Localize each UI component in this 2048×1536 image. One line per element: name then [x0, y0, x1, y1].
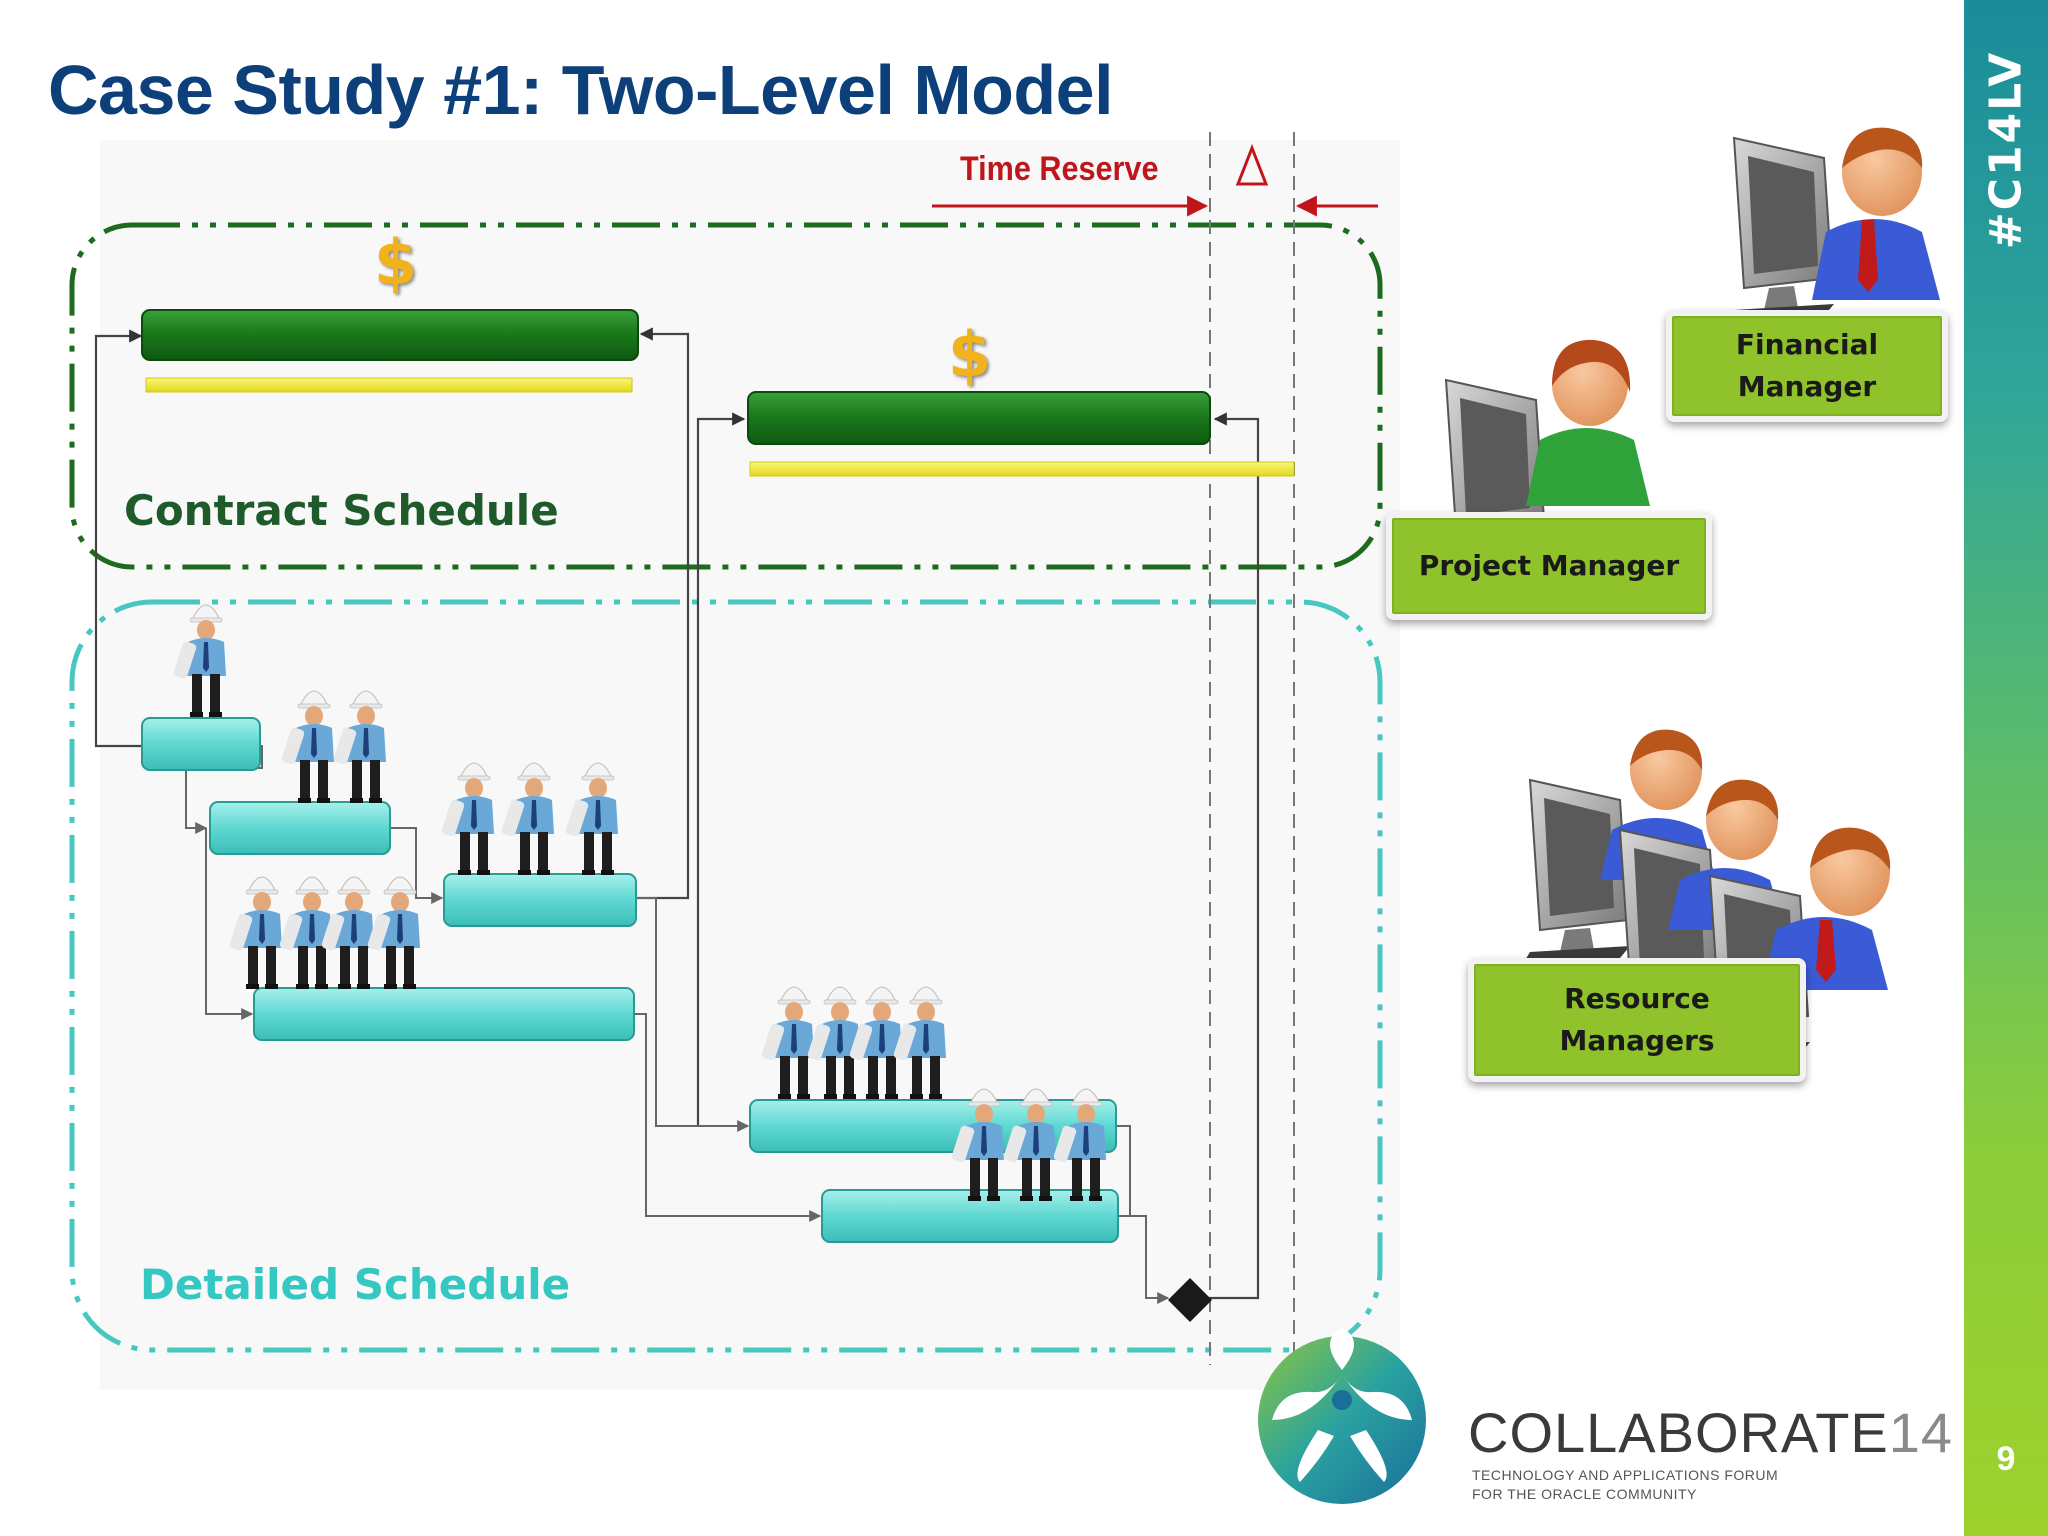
- link-detail3-to-contract1: [636, 327, 690, 900]
- financial-manager-box: Financial Manager: [1666, 310, 1948, 422]
- detail-task-3: [443, 873, 637, 927]
- link-detail3-to-detail5: [636, 897, 750, 1132]
- worker-group-task-4: [228, 876, 421, 990]
- link-detail2-to-detail4: [205, 828, 254, 1020]
- contract-schedule-region: [69, 222, 1383, 570]
- brand-sidebar: [1964, 0, 2048, 1536]
- delta-symbol: [1235, 143, 1269, 186]
- link-detail6-to-milestone: [1118, 1215, 1170, 1304]
- link-milestone-to-contract2: [1190, 412, 1260, 1300]
- slide-title: Case Study #1: Two-Level Model: [48, 51, 1114, 129]
- cost-icon-1: $: [374, 226, 418, 299]
- detailed-schedule-region: [69, 599, 1383, 1353]
- milestone-diamond: [1168, 1278, 1212, 1322]
- event-hashtag-text: #C14LV: [1980, 50, 2032, 250]
- contract-bar-2: [747, 391, 1211, 445]
- link-detail2-to-detail3: [390, 827, 444, 904]
- cost-icon-2: $: [948, 318, 992, 391]
- brand-name: COLLABORATE: [1468, 1401, 1889, 1464]
- brand-tagline: TECHNOLOGY AND APPLICATIONS FORUM FOR TH…: [1472, 1467, 1779, 1502]
- collaborate-logo-icon: [1258, 1328, 1426, 1504]
- time-reserve-label: Time Reserve: [960, 150, 1159, 188]
- worker-group-task-3: [440, 762, 619, 876]
- page-number: 9: [1996, 1440, 2016, 1478]
- resource-managers-box: Resource Managers: [1468, 958, 1806, 1082]
- baseline-bar-2: [749, 461, 1295, 477]
- contract-bar-1: [141, 309, 639, 361]
- financial-manager-icon: [1727, 127, 1940, 321]
- contract-schedule-label: Contract Schedule: [124, 486, 559, 535]
- project-manager-icon: [1439, 339, 1650, 563]
- link-detail4-to-detail6: [634, 1013, 822, 1222]
- brand-wordmark: COLLABORATE14: [1468, 1400, 1953, 1465]
- resource-managers-icon: [1523, 729, 1891, 1059]
- brand-year: 14: [1888, 1401, 1954, 1464]
- baseline-bar-1: [145, 377, 633, 393]
- detail-task-4: [253, 987, 635, 1041]
- detailed-schedule-label: Detailed Schedule: [140, 1260, 571, 1309]
- event-hashtag: #C14LV: [1975, 50, 2037, 250]
- project-manager-box: Project Manager: [1386, 512, 1712, 620]
- worker-group-task-5: [760, 986, 947, 1100]
- detail-task-1: [141, 717, 261, 771]
- detail-task-2: [209, 801, 391, 855]
- link-detail5-to-contract2: [696, 412, 746, 1126]
